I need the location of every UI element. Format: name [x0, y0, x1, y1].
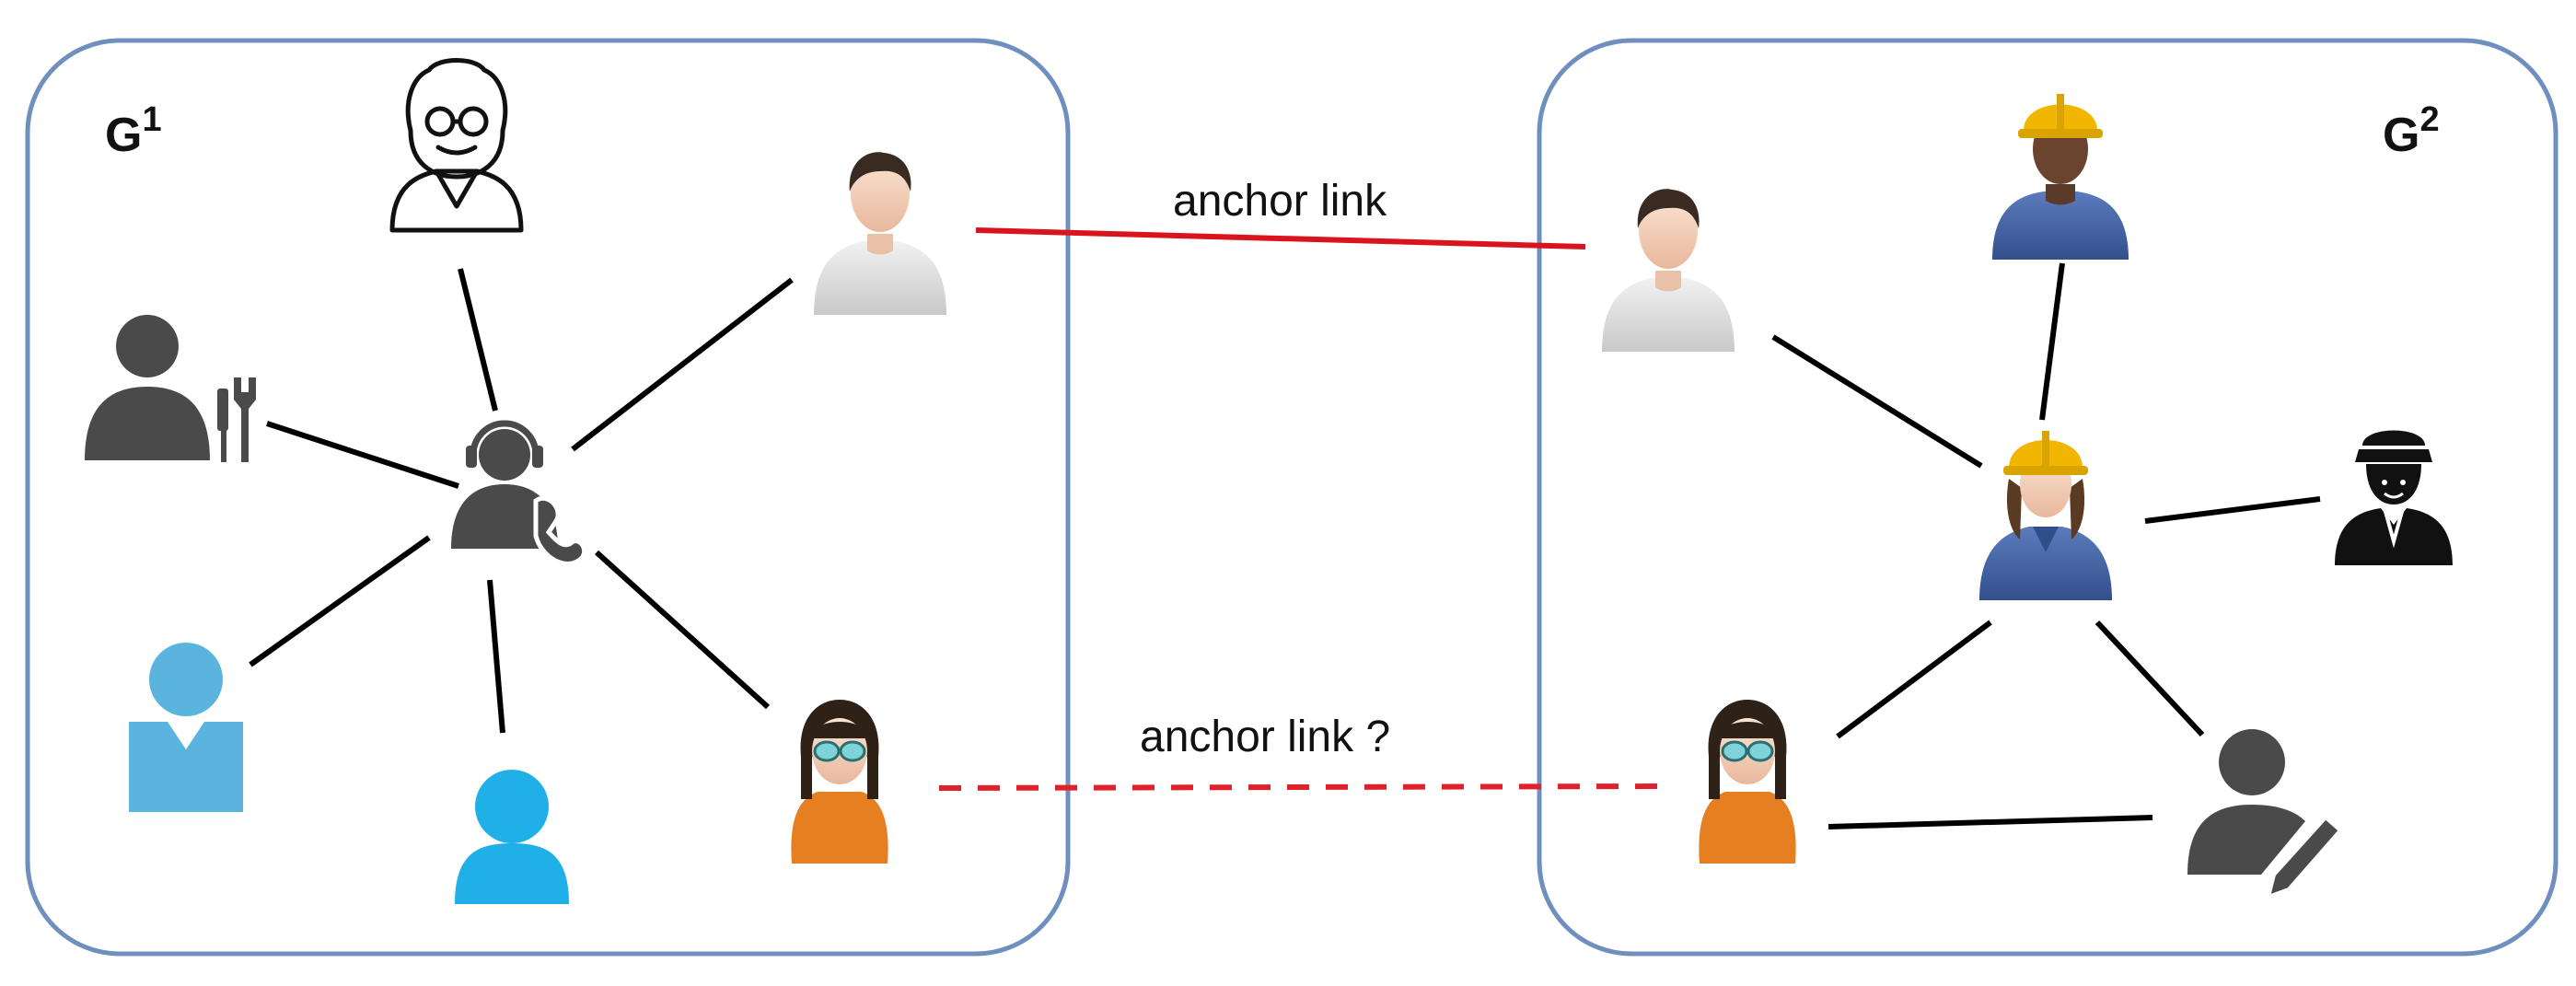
- edge-woman-editor: [1828, 815, 2153, 829]
- anchor-link-label: anchor link: [1173, 177, 1387, 226]
- graph-label-g2: G2: [2383, 100, 2440, 162]
- graph-frame-g2: [1537, 38, 2559, 957]
- edge-hub-mechanic: [266, 421, 459, 489]
- edge-engineer-police: [2144, 496, 2321, 524]
- man-avatar-icon-g2: [1602, 189, 1735, 352]
- construction-worker-icon: [1992, 94, 2129, 260]
- editor-user-icon: [2187, 729, 2343, 900]
- edge-hub-cyanuser: [487, 579, 505, 734]
- graph-label-g1: G1: [105, 100, 162, 162]
- anchor-link-line: [975, 227, 1586, 249]
- edge-engineer-woman: [1836, 620, 1992, 739]
- female-engineer-icon: [1979, 431, 2112, 600]
- edge-hub-woman: [594, 550, 771, 710]
- police-officer-icon: [2335, 430, 2453, 565]
- edge-engineer-editor: [2094, 620, 2205, 737]
- blue-user-icon: [129, 643, 243, 812]
- cyan-user-icon: [455, 770, 569, 904]
- edge-hub-man: [571, 277, 794, 452]
- anchor-link-question-label: anchor link ?: [1140, 713, 1390, 761]
- g1-edges: [249, 268, 794, 734]
- g2-edges: [1771, 262, 2321, 829]
- edge-engineer-worker: [2039, 262, 2065, 421]
- graph-frame-g1: [25, 38, 1071, 957]
- woman-sunglasses-icon: [791, 700, 888, 864]
- edge-hub-oldman: [458, 268, 498, 412]
- edge-engineer-man: [1771, 334, 1983, 469]
- mechanic-icon: [85, 315, 256, 462]
- edge-hub-blueuser: [249, 535, 431, 667]
- call-center-agent-icon: [451, 420, 587, 566]
- man-avatar-icon: [814, 152, 946, 315]
- old-man-icon: [389, 58, 524, 233]
- anchor-link-question-line: [938, 783, 1664, 791]
- woman-sunglasses-icon-g2: [1699, 700, 1796, 864]
